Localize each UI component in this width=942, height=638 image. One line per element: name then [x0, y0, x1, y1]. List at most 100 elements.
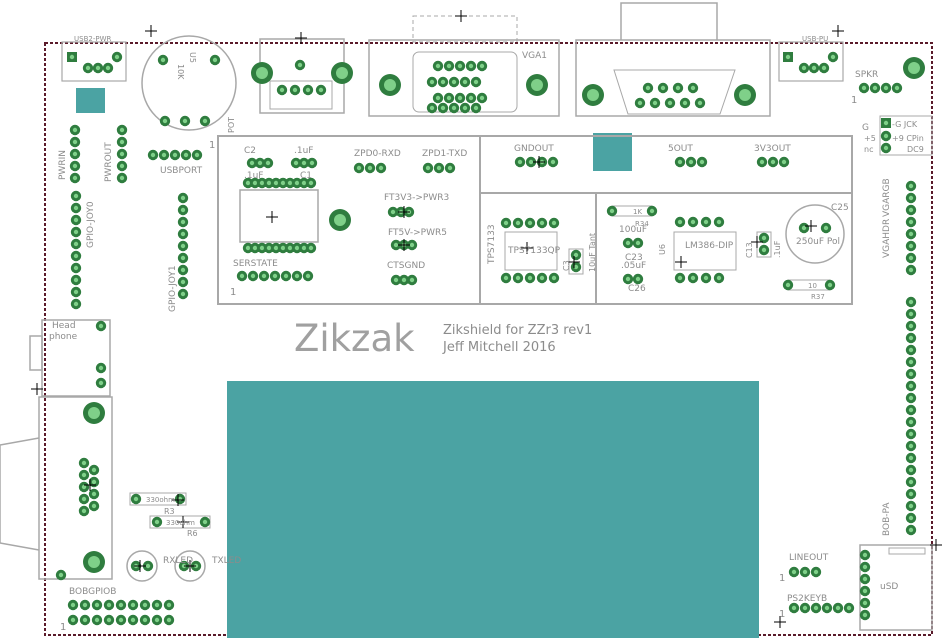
vga-outline [368, 39, 560, 117]
vga-pad [443, 60, 455, 72]
label-p5: +5 [864, 134, 876, 143]
bob-pa-pad [905, 524, 917, 536]
bobgpiob-pad [91, 614, 103, 626]
gpio-joy1-pad [177, 252, 189, 264]
label-pot: POT [227, 117, 236, 133]
bob-pa-pad [905, 296, 917, 308]
bobgpiob-pad [67, 599, 79, 611]
bob-pa-pad [905, 416, 917, 428]
label-gjck: -G JCK [892, 120, 918, 129]
origin-cross-mark [30, 382, 44, 396]
label-r34-val: 1K [633, 208, 642, 216]
usb-pu-pad [818, 62, 830, 74]
usb-port-pad [302, 84, 314, 96]
tps-pad [512, 272, 524, 284]
ps2keyb-pad [788, 602, 800, 614]
db-mount-pad [83, 402, 105, 424]
bobgpiob-pad [79, 614, 91, 626]
bobgpiob-pad [151, 599, 163, 611]
gpio-joy1-pad [177, 204, 189, 216]
dc9-outline [879, 115, 933, 156]
usd-pad [859, 561, 871, 573]
subtitle-line-2: Jeff Mitchell 2016 [442, 340, 556, 355]
bob-pa-pad [905, 500, 917, 512]
db9-pad [664, 97, 676, 109]
tps-chip-outline [504, 231, 558, 271]
usb-port-pad [315, 84, 327, 96]
db9-pad [657, 82, 669, 94]
vga-pad [448, 76, 460, 88]
label-p9cpin: +9 CPin [892, 134, 924, 143]
bob-pa-pad [905, 464, 917, 476]
pwrout-pad [116, 160, 128, 172]
pwrin-pad [69, 172, 81, 184]
lineout-pad [799, 566, 811, 578]
lineout-pad [788, 566, 800, 578]
headphone-pad [95, 377, 107, 389]
db9-pad [694, 97, 706, 109]
usb-port-pad [294, 59, 306, 71]
lm386-chip-outline [673, 231, 737, 271]
pot-pad [157, 54, 169, 66]
c23-pad [622, 237, 634, 249]
vga-pad [437, 76, 449, 88]
pin1-label: 1 [230, 287, 236, 298]
db-shell [0, 437, 40, 551]
db-pad [78, 469, 90, 481]
ps2keyb-pad [799, 602, 811, 614]
db9-pad [672, 82, 684, 94]
lm386-pad [674, 272, 686, 284]
vga-dashed-shell [412, 15, 518, 43]
db-pad [88, 500, 100, 512]
label-ps2keyb: PS2KEYB [787, 594, 827, 604]
zpd1-pad [433, 162, 445, 174]
label-ctsgnd: CTSGND [387, 261, 425, 271]
label-c13-val: .1uF [773, 240, 782, 258]
origin-cross-mark [397, 238, 411, 252]
gpio-joy0-pad [70, 298, 82, 310]
db-pad [78, 457, 90, 469]
label-dc9: DC9 [907, 145, 924, 154]
pot-pad [179, 115, 191, 127]
vgahdr-pad [905, 228, 917, 240]
5out-pad [674, 156, 686, 168]
label-c23: C23 [625, 253, 643, 263]
gpio-joy0-pad [70, 226, 82, 238]
label-u6: U6 [658, 244, 667, 255]
pot-pad [159, 115, 171, 127]
label-3v3out: 3V3OUT [754, 144, 791, 154]
pwrin-pad [69, 124, 81, 136]
usb-pu-pad [808, 62, 820, 74]
label-zpd0: ZPD0-RXD [354, 149, 401, 159]
serstate-pad [302, 270, 314, 282]
dc9-pad [880, 142, 892, 154]
c3-pad [570, 249, 582, 261]
label-zpd1: ZPD1-TXD [422, 149, 467, 159]
gpio-joy1-pad [177, 240, 189, 252]
gpio-joy1-pad [177, 228, 189, 240]
label-r37-val: 10 [808, 282, 817, 290]
label-gpio-joy0: GPIO-JOY0 [86, 201, 96, 248]
pin1-label: 1 [779, 609, 785, 620]
bobgpiob-pad [91, 599, 103, 611]
bob-pa-pad [905, 428, 917, 440]
db9-mount-pad [734, 84, 756, 106]
db9-mount-pad [582, 84, 604, 106]
serstate-pad [269, 270, 281, 282]
label-r37: R37 [811, 293, 825, 301]
serstate-pad [236, 270, 248, 282]
serstate-pad [280, 270, 292, 282]
txled-outline [174, 550, 206, 582]
vgargb-pad [905, 216, 917, 228]
serial-inner [613, 69, 736, 115]
usb2-pwr-pad [102, 62, 114, 74]
gpio-joy0-pad [70, 214, 82, 226]
gpio-joy1-pad [177, 264, 189, 276]
label-bob-pa: BOB-PA [882, 502, 892, 536]
vgahdr-pad [905, 252, 917, 264]
label-headphone-2: phone [49, 332, 78, 342]
label-txled: TXLED [211, 556, 241, 566]
label-c2: C2 [244, 146, 256, 156]
gpio-joy0-pad [70, 190, 82, 202]
origin-cross-mark [831, 24, 845, 38]
